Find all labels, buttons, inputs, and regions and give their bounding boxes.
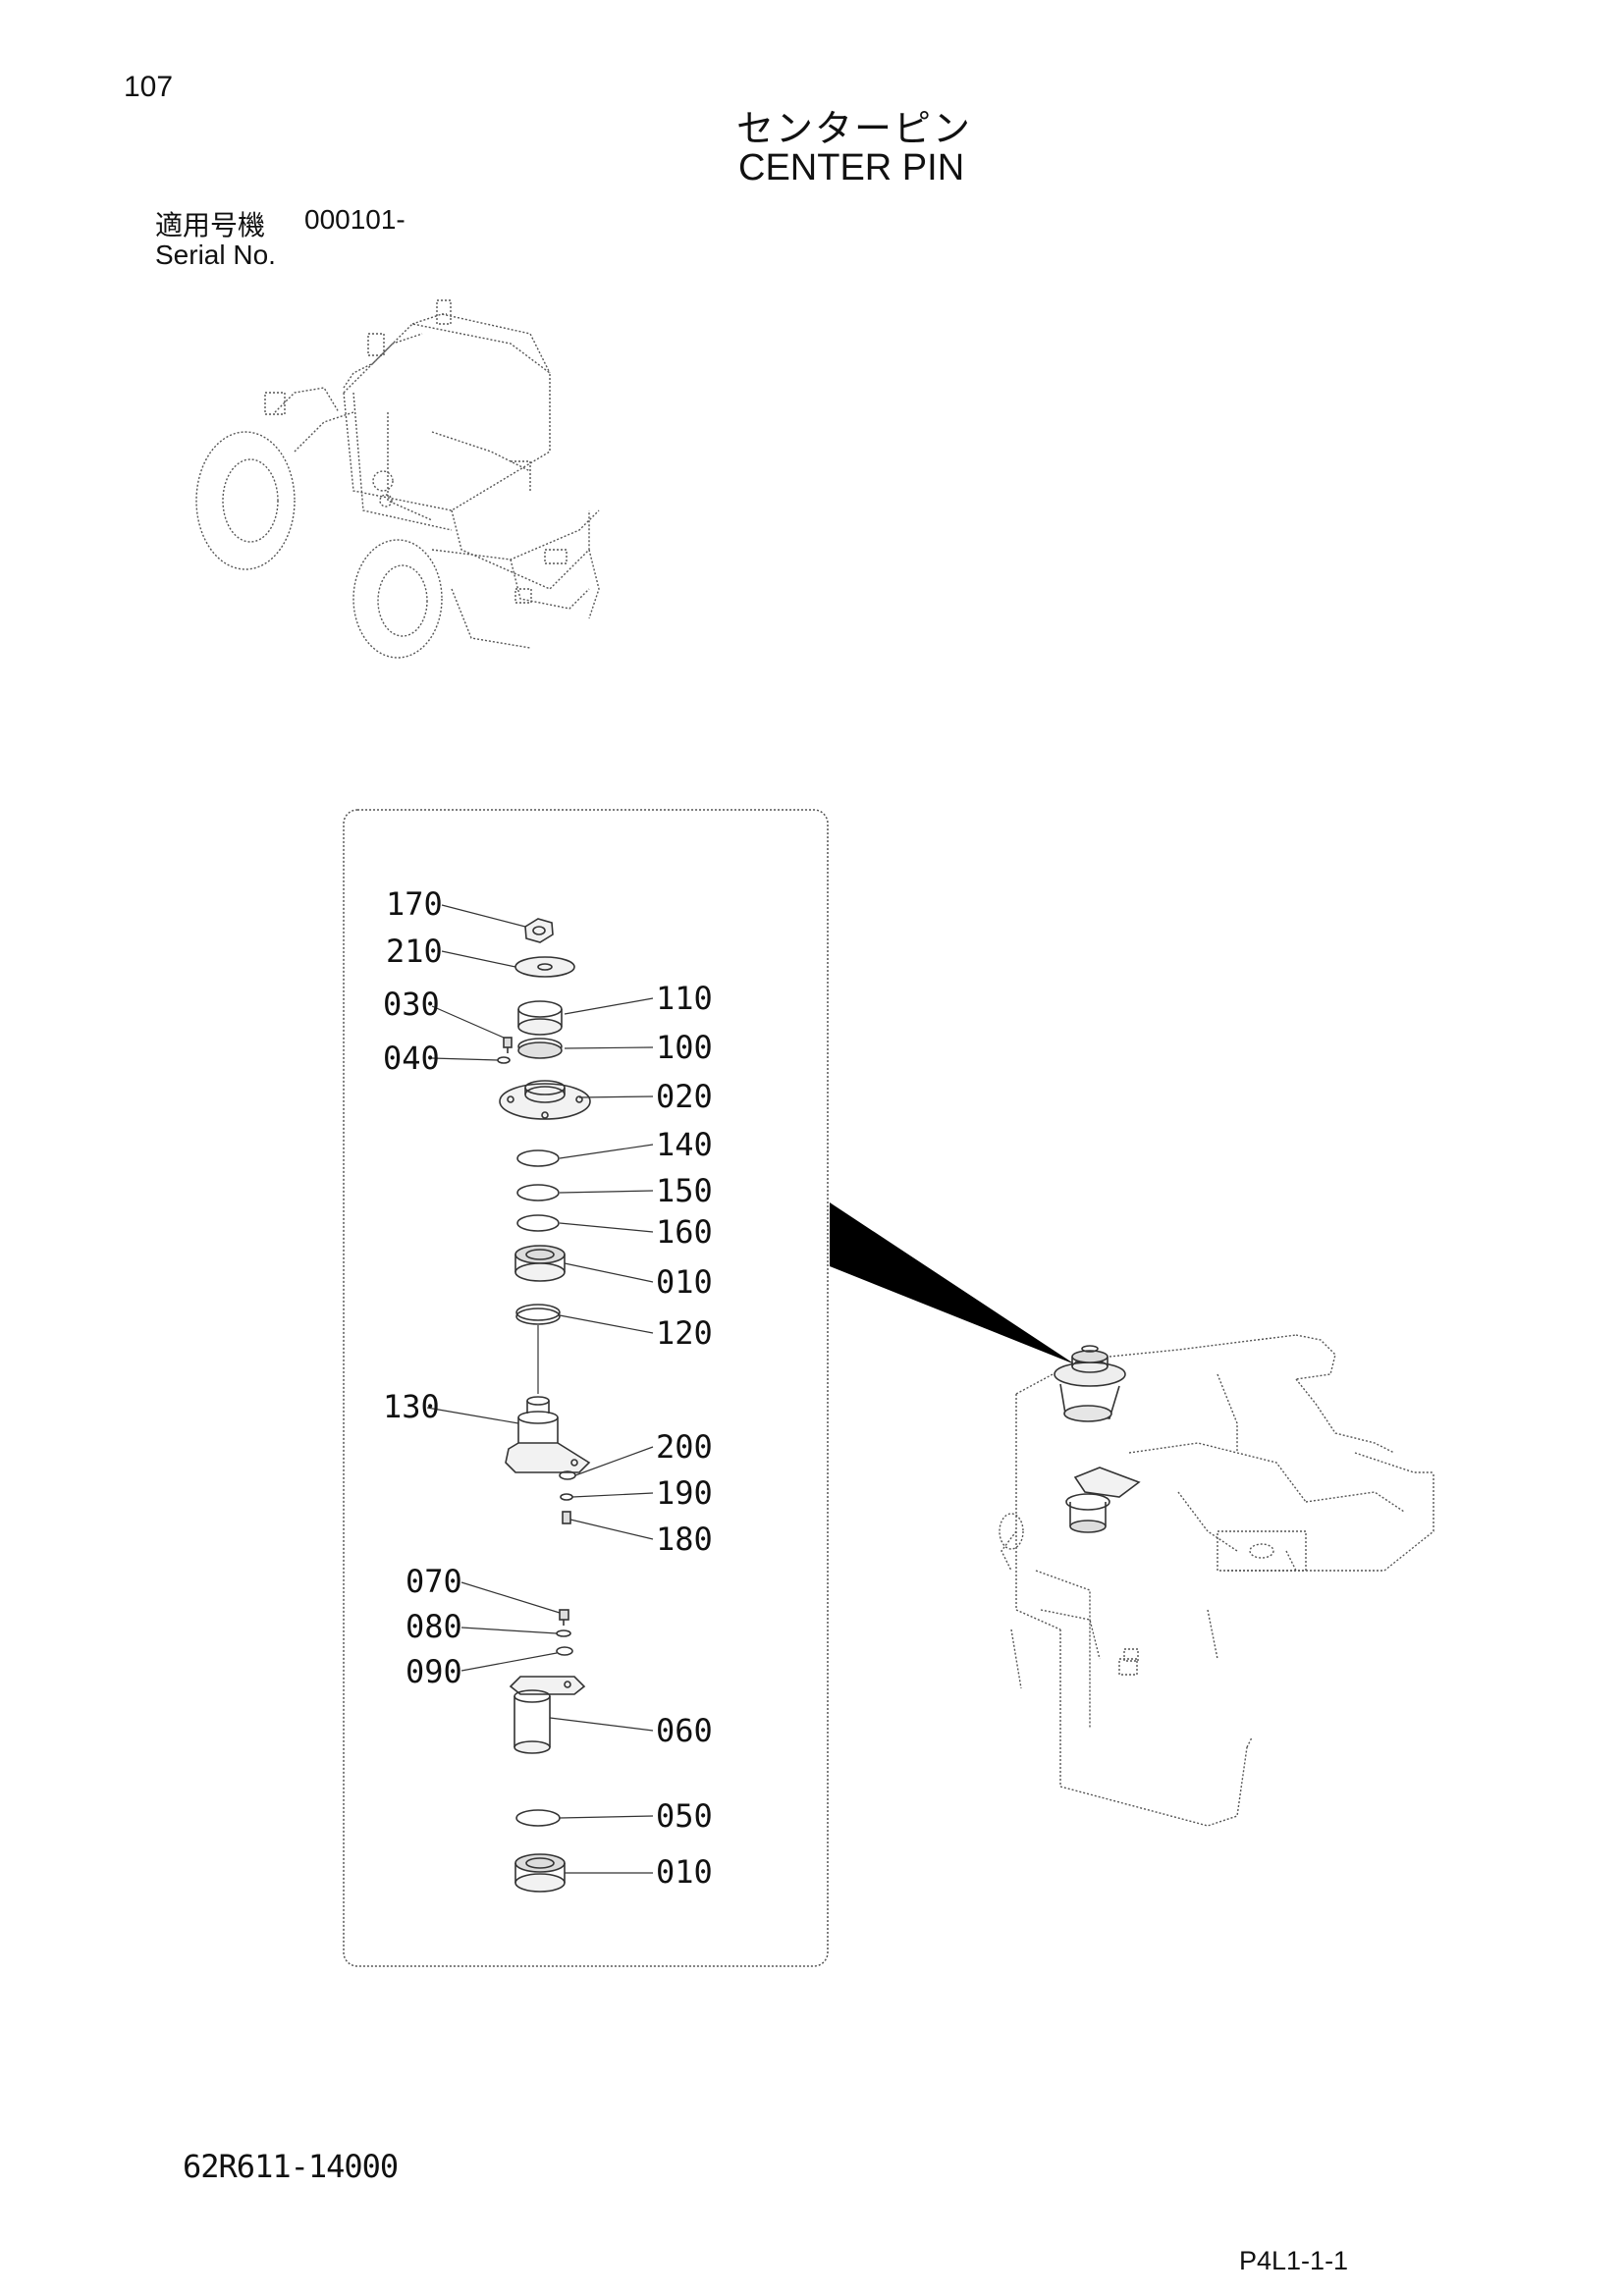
exploded-parts (497, 918, 591, 1893)
part-label: 030 (383, 986, 440, 1023)
part-bearing-lower (514, 1853, 566, 1893)
part-o-ring-050 (515, 1809, 561, 1827)
part-seal (517, 1038, 563, 1059)
part-retaining-ring (515, 1304, 561, 1325)
part-o-ring-2 (516, 1184, 560, 1201)
page-title-japanese: センターピン (736, 107, 973, 150)
part-labels: 170 210 030 040 110 100 020 140 150 160 … (383, 885, 713, 1891)
exploded-view-frame (343, 809, 829, 1967)
part-label: 020 (656, 1078, 713, 1115)
part-bearing-upper (514, 1245, 566, 1282)
part-label: 050 (656, 1797, 713, 1835)
part-label: 090 (406, 1653, 462, 1690)
installed-center-pin (1054, 1345, 1141, 1533)
part-bolt-070 (559, 1609, 569, 1626)
part-center-pin-lower (509, 1676, 586, 1754)
part-label: 010 (656, 1263, 713, 1301)
part-bushing (517, 1000, 563, 1036)
part-label: 070 (406, 1563, 462, 1600)
part-label: 120 (656, 1314, 713, 1352)
part-center-pin-upper (505, 1396, 591, 1473)
part-label: 160 (656, 1213, 713, 1251)
part-flange-plate (499, 1080, 591, 1120)
leader-lines (426, 904, 654, 1874)
part-label: 140 (656, 1126, 713, 1163)
serial-label: Serial No. (155, 240, 276, 270)
part-label: 110 (656, 980, 713, 1017)
callout-pointer (830, 1202, 1075, 1364)
page-code: P4L1-1-1 (1239, 2246, 1349, 2275)
part-washer-large (514, 956, 575, 978)
part-label: 080 (406, 1608, 462, 1645)
part-o-ring-1 (516, 1149, 560, 1167)
part-label: 180 (656, 1521, 713, 1558)
part-label: 040 (383, 1040, 440, 1077)
part-label: 060 (656, 1712, 713, 1749)
serial-number-value: 000101- (304, 204, 406, 235)
part-label: 190 (656, 1474, 713, 1512)
part-label: 170 (386, 885, 443, 923)
part-label: 010 (656, 1853, 713, 1891)
page-title: CENTER PIN (738, 147, 965, 188)
part-label: 150 (656, 1172, 713, 1209)
part-washer-090 (556, 1646, 573, 1656)
part-label: 210 (386, 933, 443, 970)
part-bolt-180 (562, 1511, 571, 1524)
document-code: 62R611-14000 (183, 2148, 399, 2185)
part-nut (524, 918, 554, 943)
serial-label-japanese: 適用号機 (155, 209, 266, 241)
part-small-bolt (497, 1037, 513, 1064)
part-washer-190 (560, 1493, 573, 1501)
part-o-ring-3 (516, 1214, 560, 1232)
part-label: 200 (656, 1428, 713, 1466)
part-label: 100 (656, 1029, 713, 1066)
page-number: 107 (124, 71, 174, 103)
machine-overview-illustration (195, 299, 600, 659)
frame-assembly-illustration (999, 1334, 1434, 1827)
part-label: 130 (383, 1388, 440, 1425)
part-washer-080 (556, 1629, 571, 1637)
